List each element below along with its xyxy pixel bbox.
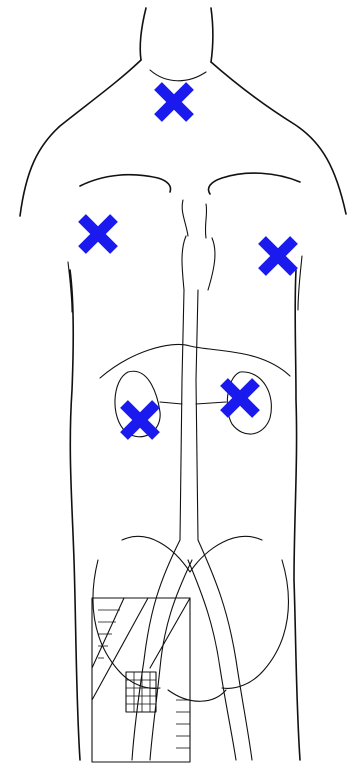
carotid-left [182, 200, 188, 236]
right-armpit [298, 256, 302, 310]
carotid-right [205, 204, 206, 238]
abdominal-aorta [180, 380, 198, 540]
pelvis-right [222, 560, 288, 688]
left-clavicle [209, 173, 301, 194]
marker-layer [82, 86, 294, 436]
iliac-left [132, 540, 180, 760]
x-marker-right-abdomen [124, 404, 156, 436]
x-marker-left-upper-chest [262, 240, 294, 272]
neck-left-outline [140, 8, 146, 60]
neck-right-outline [211, 8, 213, 62]
iliac-left-inner [150, 560, 192, 760]
pelvic-inlet [122, 536, 262, 572]
aorta-upper [182, 290, 198, 380]
iliac-right-inner [188, 560, 236, 760]
aortic-arch [182, 236, 215, 290]
right-clavicle [80, 175, 171, 192]
x-marker-left-abdomen [224, 382, 256, 414]
x-marker-neck [158, 86, 190, 118]
neck-crease [150, 70, 206, 81]
x-marker-right-upper-chest [82, 218, 114, 250]
diaphragm [100, 344, 290, 378]
graft-box [92, 598, 190, 762]
femoral-crossing [168, 690, 226, 701]
renal-vessels [160, 402, 226, 404]
iliac-right [198, 540, 252, 760]
